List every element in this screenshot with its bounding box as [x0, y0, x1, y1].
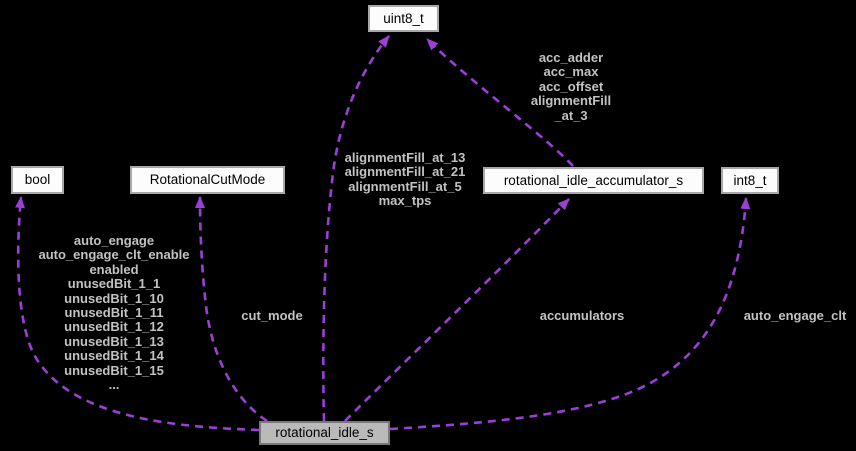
- edge-label-cut-mode: cut_mode: [241, 308, 303, 323]
- edge-rotational-idle-s-to-int8-t: [389, 197, 751, 431]
- edge-rotational-idle-s-to-uint8-t: [321, 35, 391, 422]
- node-rotationalcutmode[interactable]: RotationalCutMode: [130, 166, 285, 194]
- edge-label-accumulators: accumulators: [539, 308, 625, 323]
- node-bool[interactable]: bool: [11, 166, 64, 194]
- edge-label-alignmentfill-members: alignmentFill_at_13 alignmentFill_at_21 …: [344, 150, 466, 209]
- edge-label-auto-engage-clt: auto_engage_clt: [743, 308, 847, 323]
- node-int8-t[interactable]: int8_t: [721, 167, 779, 194]
- edge-rotational-idle-s-to-rotationalcutmode: [195, 196, 268, 423]
- node-rotational-idle-s[interactable]: rotational_idle_s: [259, 421, 390, 445]
- node-uint8-t[interactable]: uint8_t: [368, 5, 439, 32]
- edge-accumulator-to-uint8-t: [426, 38, 574, 167]
- edge-label-acc-members: acc_adder acc_max acc_offset alignmentFi…: [530, 50, 612, 123]
- edge-rotational-idle-s-to-accumulator: [344, 198, 570, 422]
- node-rotational-idle-accumulator-s[interactable]: rotational_idle_accumulator_s: [483, 167, 704, 194]
- edge-label-bool-members: auto_engage auto_engage_clt_enable enabl…: [38, 233, 190, 393]
- edge-rotational-idle-s-to-bool: [15, 196, 260, 432]
